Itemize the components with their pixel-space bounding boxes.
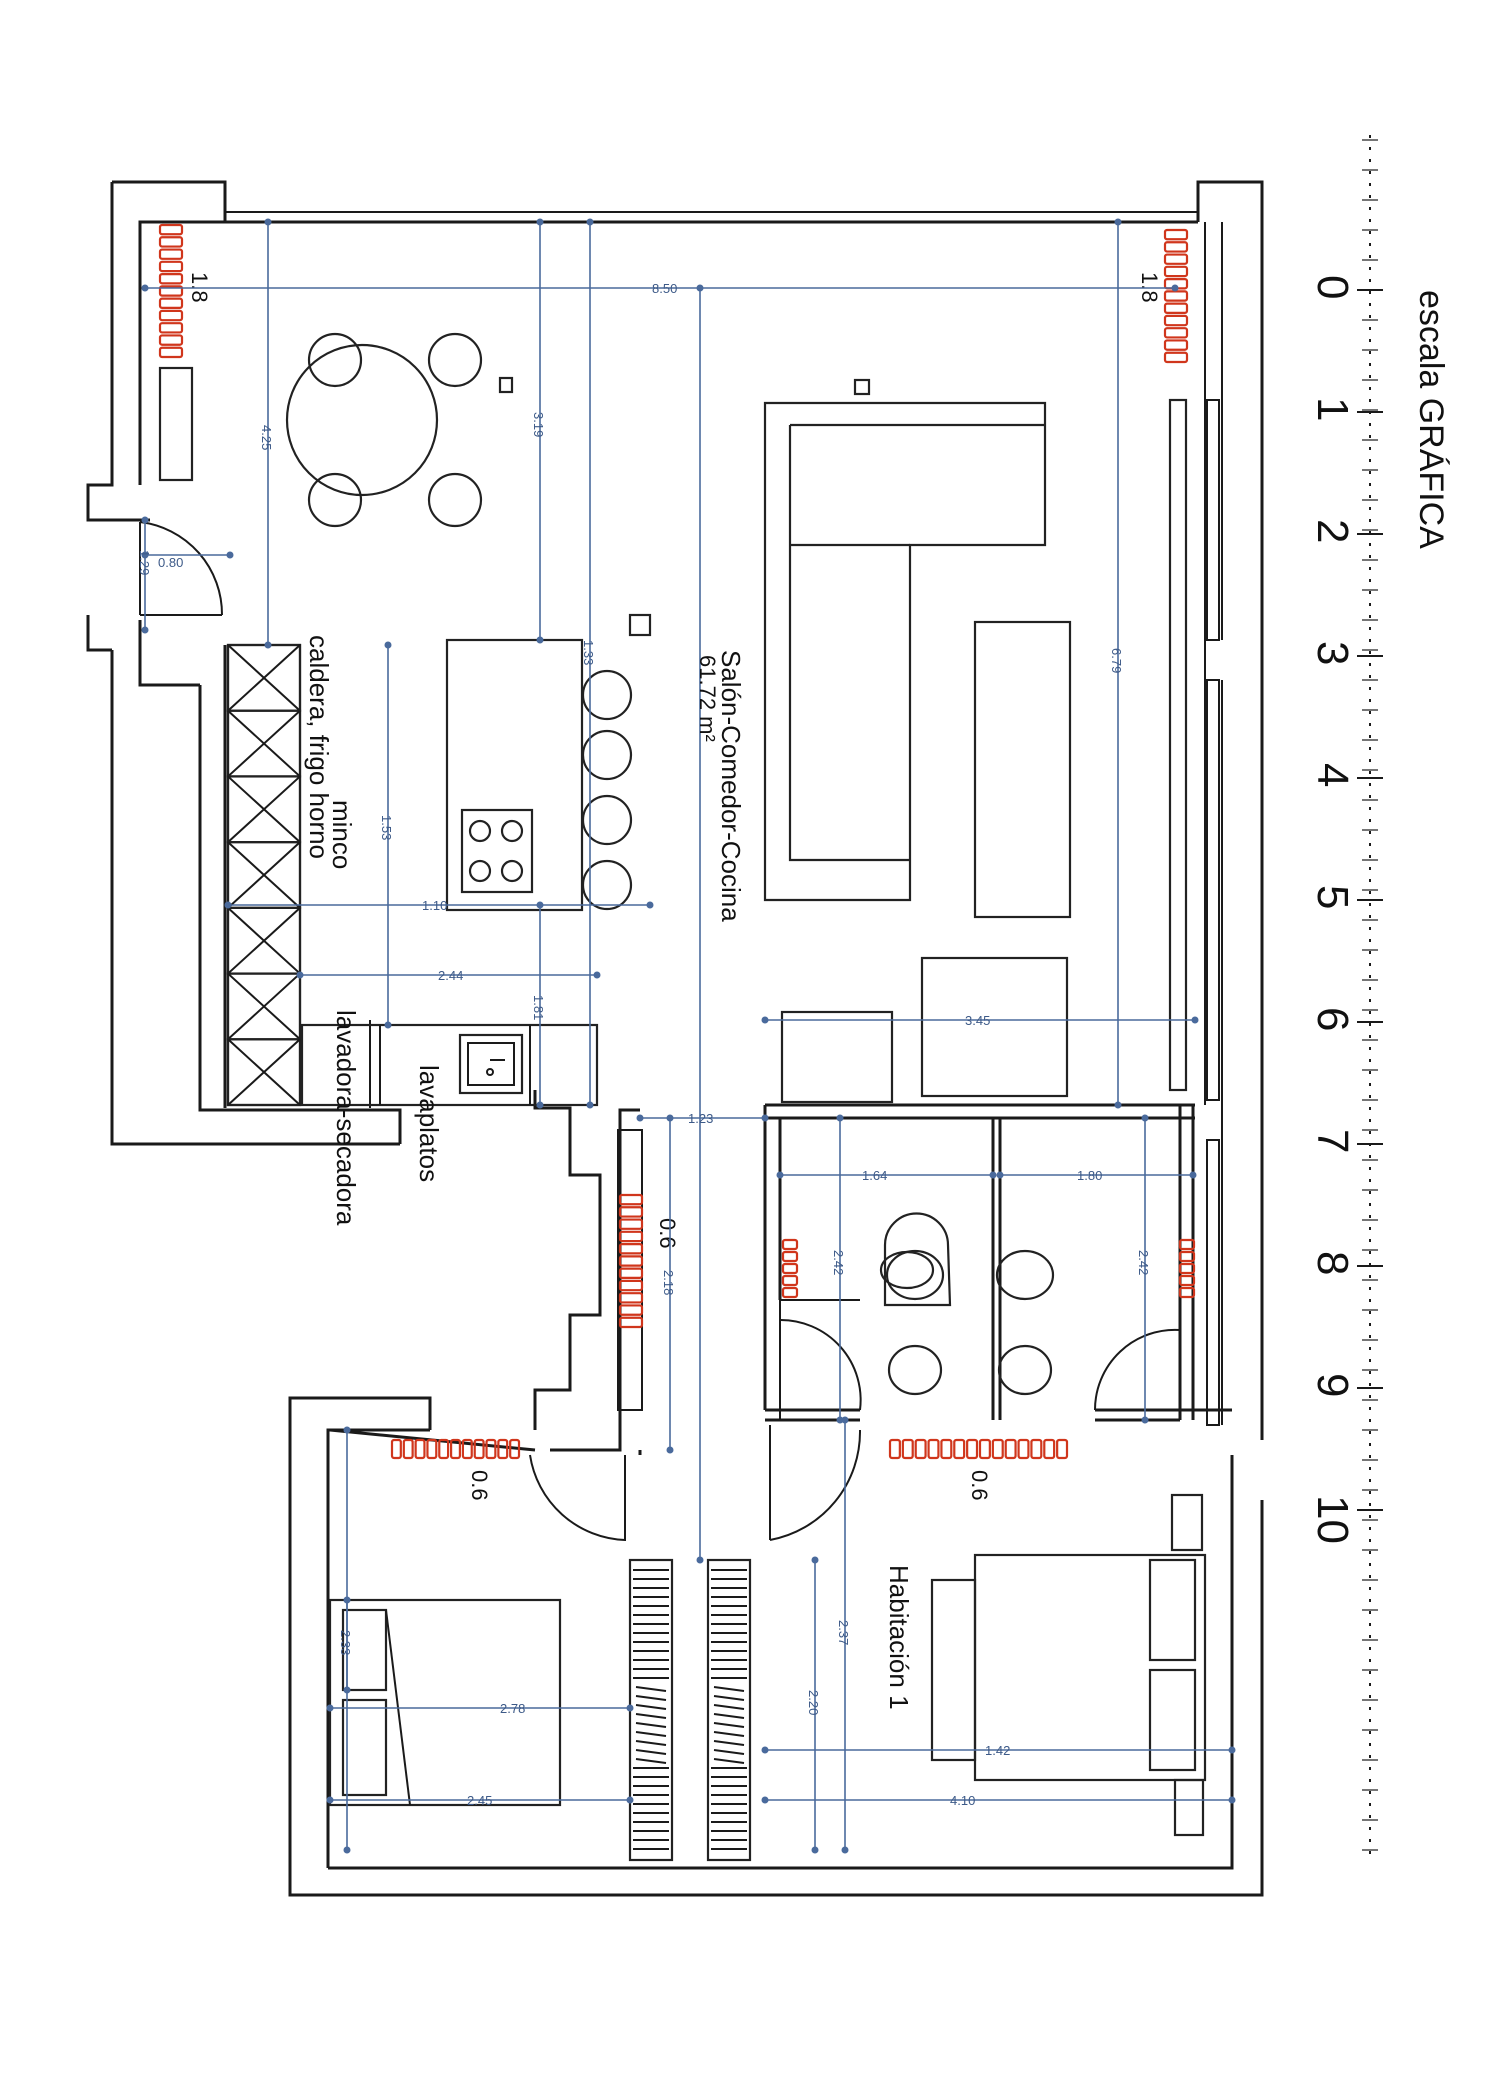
- scale-tick-label: 8: [1308, 1251, 1357, 1275]
- radiators: 1.8 1.8 0.6 0.6 0.6: [158, 223, 1196, 1501]
- scale-title: escala GRÁFICA: [1412, 290, 1450, 549]
- radiator-label-3: 0.6: [655, 1218, 680, 1249]
- graphic-scale: 0 1 2 3 4 5 6 7 8 9 10 escala GRÁFICA: [1308, 135, 1450, 1860]
- scale-tick-label: 7: [1308, 1129, 1357, 1153]
- dishwasher-label: lavaplatos: [414, 1065, 444, 1182]
- room-living-area: 61.72 m²: [695, 655, 720, 742]
- dim-220: 2.20: [806, 1690, 821, 1715]
- bed-2: [328, 1598, 562, 1807]
- doors: [139, 521, 1181, 1542]
- hob: [460, 808, 534, 894]
- dim-278: 2.78: [500, 1701, 525, 1716]
- kitchen-island: [445, 638, 584, 912]
- dim-410: 4.10: [950, 1793, 975, 1808]
- coffee-table: [973, 620, 1072, 919]
- bedroom1-door: [769, 1425, 862, 1541]
- dim-242b: 2.42: [1136, 1250, 1151, 1275]
- scale-tick-label: 9: [1308, 1373, 1357, 1397]
- radiator: [781, 1238, 799, 1299]
- dim-345: 3.45: [965, 1013, 990, 1028]
- dim-181: 1.81: [531, 995, 546, 1020]
- dim-245: 2.45: [467, 1793, 492, 1808]
- sofa: [763, 378, 1047, 902]
- dim-319: 3.19: [531, 412, 546, 437]
- wardrobes: [628, 1558, 752, 1862]
- radiator: [888, 1438, 1069, 1460]
- bath1-fixtures: [879, 1212, 952, 1396]
- dim-142: 1.42: [985, 1743, 1010, 1758]
- dim-233: 2.33: [338, 1630, 353, 1655]
- desk: [780, 1010, 894, 1104]
- sideboard-2: [920, 956, 1069, 1098]
- bath2-door: [1093, 1328, 1181, 1411]
- scale-tick-label: 5: [1308, 885, 1357, 909]
- dim-129: 1.29: [137, 550, 152, 575]
- room-labels: Salón-Comedor-Cocina 61.72 m² Habitación…: [304, 635, 914, 1710]
- radiator-label-4: 0.6: [467, 1470, 492, 1501]
- radiator-label-5: 0.6: [967, 1470, 992, 1501]
- washer-label: lavadora-secadora: [331, 1010, 361, 1226]
- room-bedroom1-name: Habitación 1: [884, 1565, 914, 1710]
- dim-080: 0.80: [158, 555, 183, 570]
- radiator: [1163, 228, 1189, 364]
- scale-tick-label: 1: [1308, 397, 1357, 421]
- scale-tick-label: 6: [1308, 1007, 1357, 1031]
- dim-242a: 2.42: [831, 1250, 846, 1275]
- sink-counter: [300, 1023, 599, 1107]
- furniture: [158, 332, 1207, 1862]
- room-living-name: Salón-Comedor-Cocina: [716, 650, 746, 922]
- dimensions: 8.50 4.25 3.19 6.79 0.80 1.29 1.33 1.53 …: [137, 218, 1236, 1854]
- radiator: [1178, 1238, 1196, 1299]
- sideboard: [158, 366, 194, 482]
- bath1-door: [779, 1318, 862, 1411]
- bath2-fixtures: [995, 1249, 1055, 1396]
- dim-218: 2.18: [661, 1270, 676, 1295]
- dim-244: 2.44: [438, 968, 463, 983]
- bedroom2-door: [529, 1454, 626, 1542]
- dim-110: 1.10: [422, 898, 447, 913]
- scale-tick-label: 2: [1308, 519, 1357, 543]
- entrance-door: [139, 521, 224, 616]
- radiator: [390, 1438, 521, 1460]
- dim-679: 6.79: [1109, 648, 1124, 673]
- bed-1: [930, 1493, 1207, 1837]
- kitchen-minco-label: minco: [327, 800, 357, 869]
- kitchen-units: [226, 643, 302, 1107]
- scale-tick-label: 4: [1308, 763, 1357, 787]
- dining-table: [285, 332, 514, 528]
- dim-180: 1.80: [1077, 1168, 1102, 1183]
- dim-850: 8.50: [652, 281, 677, 296]
- scale-tick-label: 10: [1308, 1495, 1357, 1544]
- kitchen-appliances-label: caldera, frigo horno: [304, 635, 334, 859]
- scale-tick-label: 0: [1308, 275, 1357, 299]
- radiator: [158, 223, 184, 359]
- dim-164: 1.64: [862, 1168, 887, 1183]
- dim-133: 1.33: [581, 640, 596, 665]
- scale-tick-label: 3: [1308, 641, 1357, 665]
- dim-237: 2.37: [836, 1620, 851, 1645]
- dim-153: 1.53: [379, 815, 394, 840]
- radiator: [618, 1193, 644, 1329]
- walls: [86, 180, 1264, 1897]
- dim-123: 1.23: [688, 1111, 713, 1126]
- dim-425: 4.25: [259, 425, 274, 450]
